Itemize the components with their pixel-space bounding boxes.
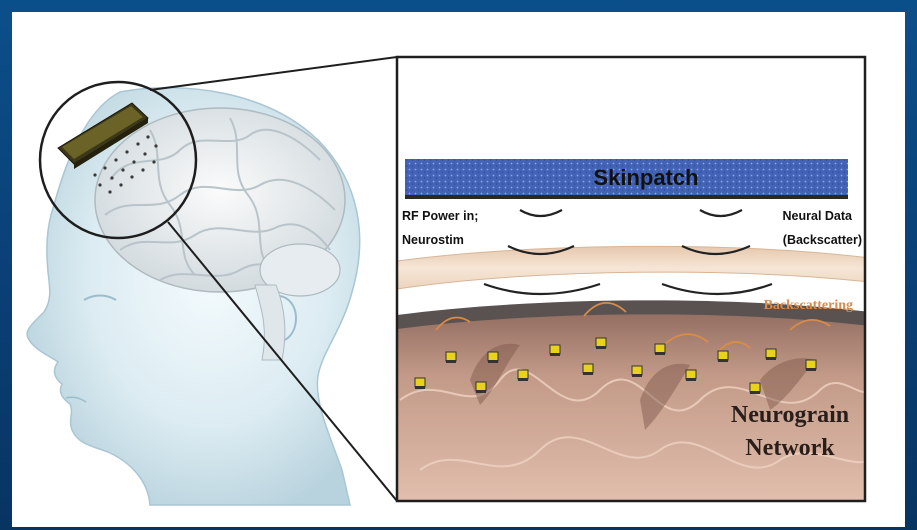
neurostim-label: Neurostim xyxy=(402,233,464,247)
neurograin xyxy=(476,382,486,393)
neurograin xyxy=(766,349,776,360)
backscattering-label: Backscattering xyxy=(764,298,853,313)
neurograin xyxy=(518,370,528,381)
neurograin xyxy=(686,370,696,381)
neurograin xyxy=(655,344,665,355)
neurograin xyxy=(583,364,593,375)
neurograin xyxy=(415,378,425,389)
neurograin xyxy=(446,352,456,363)
network-label: Network xyxy=(745,435,835,461)
neurograin xyxy=(806,360,816,371)
neurograin xyxy=(632,366,642,377)
skinpatch-base xyxy=(405,195,848,199)
rf-power-label: RF Power in; xyxy=(402,209,478,223)
neurograin xyxy=(718,351,728,362)
neurograin xyxy=(488,352,498,363)
skinpatch-label: Skinpatch xyxy=(593,165,698,190)
neurograin xyxy=(550,345,560,356)
detail-panel: Skinpatch RF Power in; Neurostim Neural … xyxy=(390,57,870,505)
neurograin xyxy=(596,338,606,349)
neurograin xyxy=(750,383,760,394)
neural-data-label: Neural Data xyxy=(783,209,854,223)
neurograin-label: Neurograin xyxy=(731,402,849,428)
backscatter-paren-label: (Backscatter) xyxy=(783,233,862,247)
